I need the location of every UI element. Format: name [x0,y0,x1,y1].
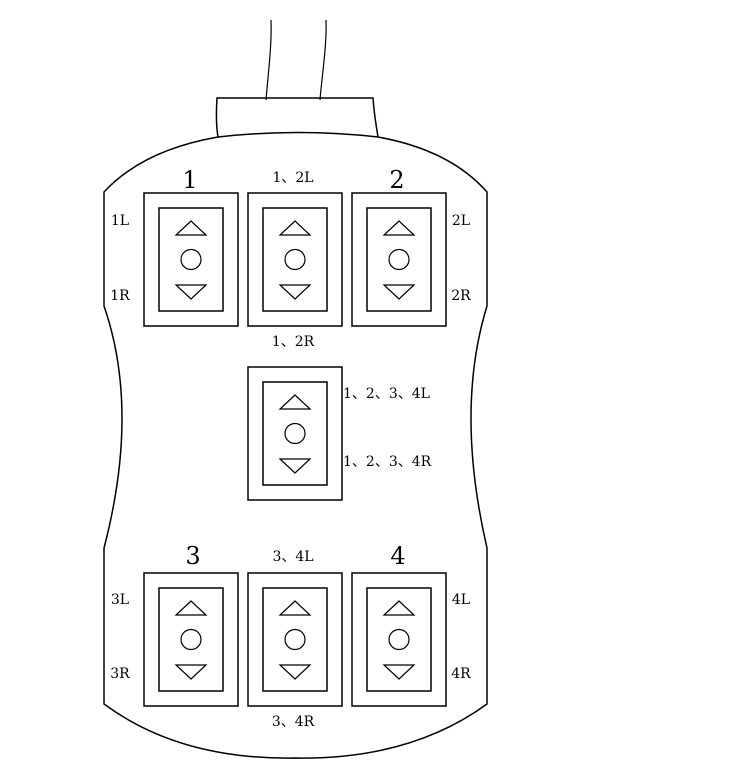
triangle-down-icon [278,458,312,474]
circle-icon [284,248,306,271]
rocker-button[interactable] [158,587,224,692]
triangle-down-icon [278,664,312,680]
triangle-up-icon [382,220,416,236]
triangle-up-icon [278,600,312,616]
triangle-up-icon [278,220,312,236]
cable-left-wire [265,19,272,101]
triangle-up-icon [174,220,208,236]
triangle-down-icon [278,284,312,300]
group-number-4: 4 [390,542,405,570]
triangle-down-icon [174,284,208,300]
label-3L: 3L [111,592,129,608]
switch-bezel [247,192,343,327]
switch-group [143,192,447,707]
switch-bezel [143,572,239,707]
rocker-button[interactable] [366,587,432,692]
rocker-button[interactable] [262,381,328,486]
label-1R: 1R [110,288,130,304]
switch-4[interactable] [351,572,447,707]
switch-3-4[interactable] [247,572,343,707]
switch-1[interactable] [143,192,239,327]
circle-icon [388,628,410,651]
triangle-up-icon [278,394,312,410]
cable-strain-relief [215,97,379,138]
switch-bezel [143,192,239,327]
triangle-down-icon [382,664,416,680]
label-3-4L: 3、4L [272,549,313,565]
label-2L: 2L [452,213,470,229]
label-1-2-3-4R: 1、2、3、4R [343,454,432,470]
rocker-button[interactable] [262,587,328,692]
label-4L: 4L [452,592,470,608]
label-1-2L: 1、2L [272,170,313,186]
group-number-3: 3 [185,542,200,570]
label-1-2R: 1、2R [272,334,315,350]
controller-body [103,131,488,759]
rocker-button[interactable] [262,207,328,312]
rocker-button[interactable] [366,207,432,312]
triangle-down-icon [382,284,416,300]
switch-1-2-3-4[interactable] [247,366,343,501]
triangle-up-icon [174,600,208,616]
switch-bezel [351,572,447,707]
label-3R: 3R [110,666,130,682]
switch-3[interactable] [143,572,239,707]
label-3-4R: 3、4R [272,714,315,730]
rocker-button[interactable] [158,207,224,312]
group-number-2: 2 [389,166,404,194]
circle-icon [284,422,306,445]
label-1L: 1L [111,213,129,229]
switch-bezel [247,366,343,501]
triangle-up-icon [382,600,416,616]
switch-1-2[interactable] [247,192,343,327]
circle-icon [388,248,410,271]
group-number-1: 1 [182,166,197,194]
circle-icon [284,628,306,651]
label-2R: 2R [451,288,471,304]
circle-icon [180,628,202,651]
switch-bezel [247,572,343,707]
triangle-down-icon [174,664,208,680]
label-1-2-3-4L: 1、2、3、4L [343,386,430,402]
switch-bezel [351,192,447,327]
label-4R: 4R [451,666,471,682]
cable-right-wire [319,19,327,101]
switch-2[interactable] [351,192,447,327]
circle-icon [180,248,202,271]
